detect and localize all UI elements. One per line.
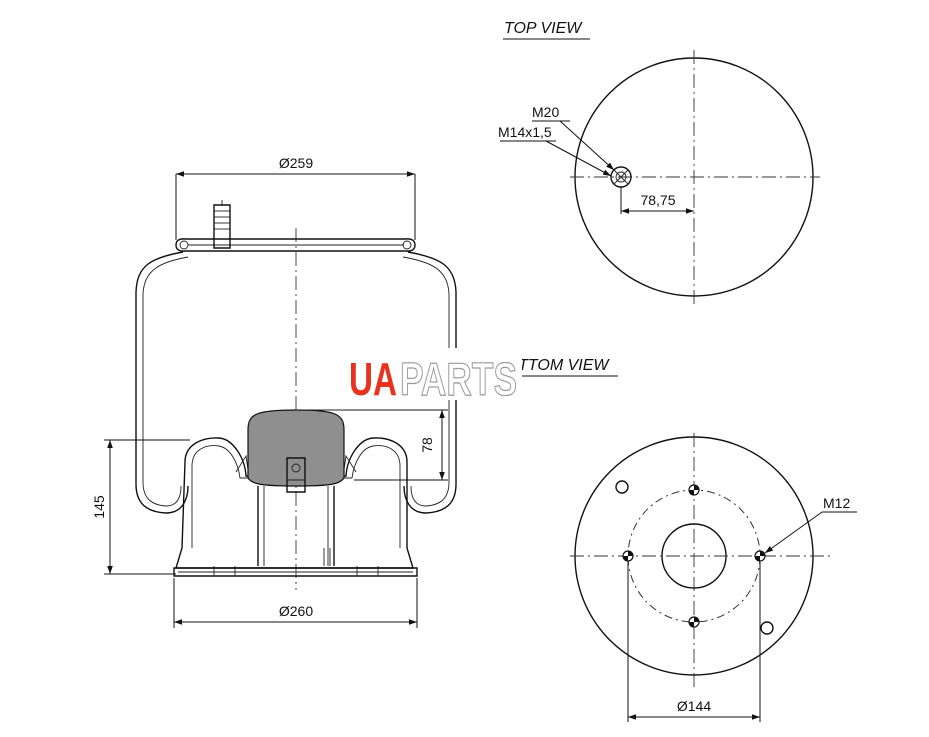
bottom-view: BOTTOM VIEW M12 [494,357,857,722]
logo-ua: UA [349,353,397,405]
air-fitting-thread-label: M14x1,5 [498,124,552,140]
bolt-thread-label: M12 [823,495,850,511]
air-port-thread-label: M20 [532,104,559,120]
side-view-dimensions: Ø259 Ø260 145 78 [91,155,448,628]
bottom-diameter-label: Ø260 [279,603,313,619]
bolt-bottom [688,616,700,628]
locating-hole-lower [760,621,774,635]
side-view [135,200,457,590]
top-view: TOP VIEW M20 M14x1,5 78,75 [498,20,820,304]
bolt-right [754,550,766,562]
logo-parts: PARTS [400,353,517,405]
watermark-logo: UA PARTS [346,348,522,406]
bolt-left [622,550,634,562]
bottom-view-title: BOTTOM VIEW [495,357,610,374]
top-diameter-label: Ø259 [279,155,313,171]
top-view-title: TOP VIEW [504,20,583,37]
offset-label: 78,75 [640,192,675,208]
piston-height-label: 78 [419,437,435,453]
bolt-circle-label: Ø144 [677,698,711,714]
bolt-top [688,484,700,496]
locating-hole-upper [615,480,629,494]
height-label: 145 [91,495,107,519]
